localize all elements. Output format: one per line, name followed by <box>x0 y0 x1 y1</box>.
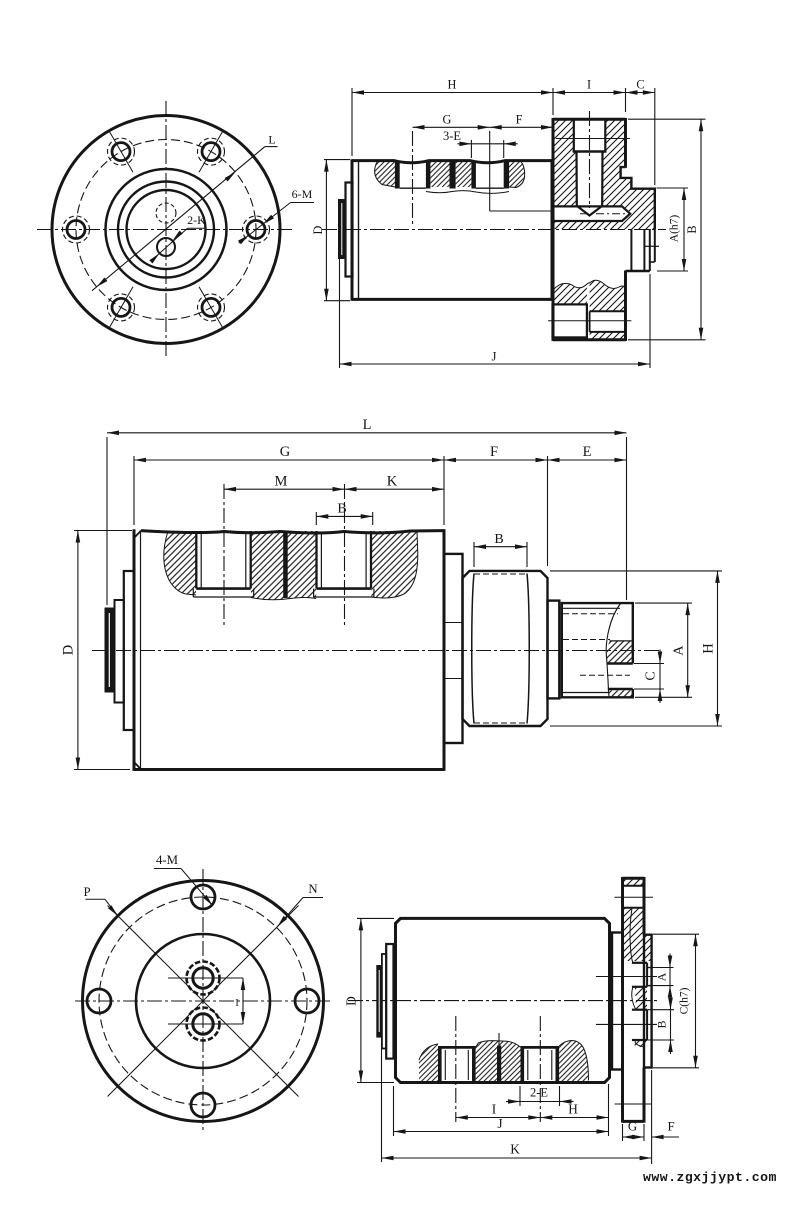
svg-text:3-E: 3-E <box>443 129 461 143</box>
svg-text:G: G <box>280 444 291 460</box>
svg-text:H: H <box>448 78 457 92</box>
svg-text:F: F <box>516 113 523 127</box>
svg-text:2-E: 2-E <box>530 1086 548 1100</box>
svg-text:M: M <box>275 474 288 490</box>
svg-text:P: P <box>83 885 90 899</box>
svg-text:I: I <box>492 1102 496 1117</box>
svg-text:F: F <box>667 1120 674 1134</box>
svg-text:B: B <box>655 1020 669 1028</box>
svg-text:D: D <box>61 645 77 655</box>
svg-text:A: A <box>672 645 687 656</box>
svg-text:L: L <box>363 417 372 433</box>
svg-text:I: I <box>587 78 591 92</box>
svg-text:D: D <box>344 996 359 1006</box>
svg-text:H: H <box>568 1102 578 1117</box>
svg-text:A(h7): A(h7) <box>669 215 681 243</box>
svg-text:G: G <box>443 113 452 127</box>
svg-text:2-K: 2-K <box>187 213 206 227</box>
svg-text:B: B <box>685 225 699 233</box>
svg-text:H: H <box>701 643 717 654</box>
svg-text:G: G <box>628 1120 637 1134</box>
svg-text:L: L <box>268 133 275 147</box>
svg-text:I: I <box>235 998 238 1009</box>
svg-text:www.zgxjjypt.com: www.zgxjjypt.com <box>643 1170 777 1185</box>
svg-text:A: A <box>655 972 669 981</box>
svg-text:6-M: 6-M <box>292 187 313 201</box>
svg-text:N: N <box>308 882 317 896</box>
svg-text:C: C <box>644 671 659 680</box>
svg-text:C: C <box>636 78 644 92</box>
svg-text:F: F <box>490 444 498 460</box>
svg-text:B: B <box>494 532 503 547</box>
svg-text:J: J <box>492 350 497 364</box>
svg-text:J: J <box>497 1116 502 1131</box>
svg-text:4-M: 4-M <box>156 853 178 867</box>
svg-text:D: D <box>311 225 325 234</box>
svg-text:B: B <box>337 502 346 517</box>
svg-text:K: K <box>387 474 398 490</box>
svg-text:K: K <box>510 1142 520 1157</box>
svg-text:E: E <box>583 444 592 460</box>
svg-text:C(h7): C(h7) <box>679 987 691 1014</box>
